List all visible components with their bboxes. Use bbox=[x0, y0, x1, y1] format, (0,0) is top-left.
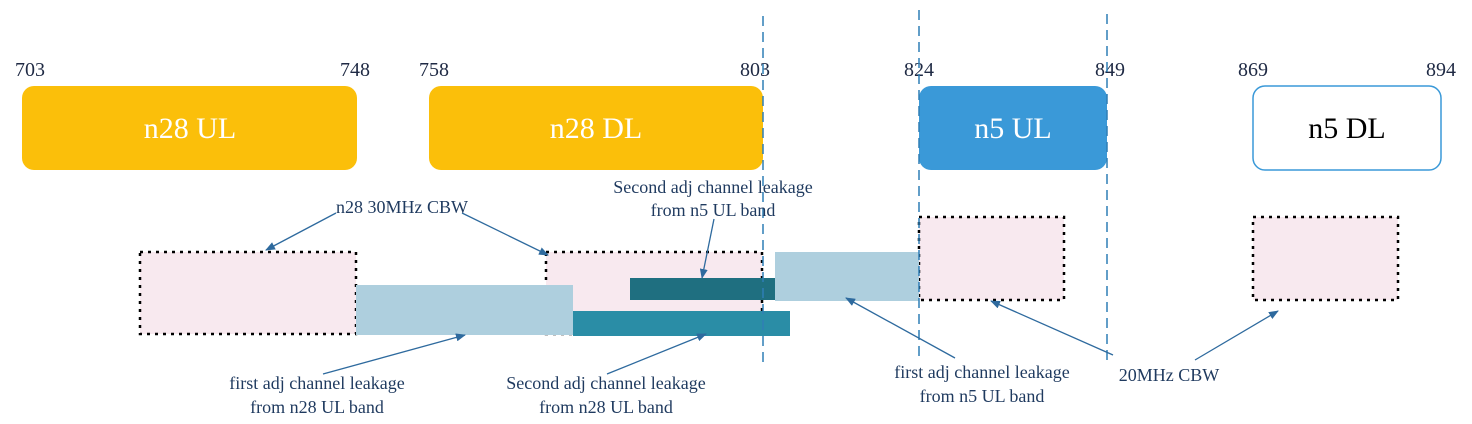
freq-824: 824 bbox=[904, 59, 934, 81]
n5-ul-cbw-box bbox=[917, 215, 1066, 302]
band-n5-dl-label: n5 DL bbox=[1308, 112, 1386, 145]
band-n28-ul: n28 UL bbox=[22, 86, 357, 170]
band-n5-dl: n5 DL bbox=[1252, 85, 1442, 171]
callout-arrow-20mhz-right bbox=[1194, 310, 1279, 361]
freq-894: 894 bbox=[1426, 59, 1456, 81]
first-adj-n5-annotation-line2: from n5 UL band bbox=[920, 386, 1045, 406]
second-adj-n28-annotation-line2: from n28 UL band bbox=[539, 397, 673, 417]
band-n28-dl-rect bbox=[429, 86, 763, 170]
band-n28-ul-rect bbox=[22, 86, 357, 170]
freq-758: 758 bbox=[419, 59, 449, 81]
callout-arrow-first-adj-n5 bbox=[845, 297, 956, 359]
second-adj-n28-annotation-line1: Second adj channel leakage bbox=[506, 373, 705, 393]
n28-ul-cbw-box bbox=[138, 250, 358, 336]
second-adj-n5-annotation-line1: Second adj channel leakage bbox=[613, 177, 812, 197]
n28-cbw-annotation: n28 30MHz CBW bbox=[336, 197, 468, 217]
callout-arrow-n28-cbw-left bbox=[265, 212, 337, 251]
freq-703: 703 bbox=[15, 59, 45, 81]
second-adj-leakage-n28-block bbox=[573, 311, 790, 336]
callout-arrow-first-adj-n28 bbox=[322, 333, 466, 375]
band-n5-dl-rect bbox=[1252, 85, 1442, 171]
first-adj-leakage-n5-block bbox=[775, 252, 919, 301]
first-adj-n5-annotation-line1: first adj channel leakage bbox=[894, 362, 1069, 382]
callout-arrow-second-adj-n28 bbox=[606, 333, 707, 375]
first-adj-leakage-n28-block bbox=[356, 285, 573, 335]
freq-803: 803 bbox=[740, 59, 770, 81]
n5-dl-cbw-box bbox=[1251, 215, 1400, 302]
band-n5-ul: n5 UL bbox=[919, 86, 1107, 170]
first-adj-n28-annotation-line1: first adj channel leakage bbox=[229, 373, 404, 393]
callout-arrow-n28-cbw-right bbox=[461, 212, 549, 256]
first-adj-n28-annotation-line2: from n28 UL band bbox=[250, 397, 384, 417]
cbw-20mhz-annotation: 20MHz CBW bbox=[1119, 365, 1220, 385]
band-n28-dl: n28 DL bbox=[429, 86, 763, 170]
callout-arrow-second-adj-n5 bbox=[699, 218, 715, 279]
band-n5-ul-label: n5 UL bbox=[974, 112, 1052, 145]
callout-arrow-20mhz-left bbox=[990, 300, 1114, 356]
freq-849: 849 bbox=[1095, 59, 1125, 81]
second-adj-leakage-n5-block bbox=[630, 278, 775, 300]
band-n28-dl-label: n28 DL bbox=[550, 112, 643, 145]
second-adj-n5-annotation-line2: from n5 UL band bbox=[651, 200, 776, 220]
freq-869: 869 bbox=[1238, 59, 1268, 81]
freq-748: 748 bbox=[340, 59, 370, 81]
band-n5-ul-rect bbox=[919, 86, 1107, 170]
band-n28-ul-label: n28 UL bbox=[144, 112, 237, 145]
